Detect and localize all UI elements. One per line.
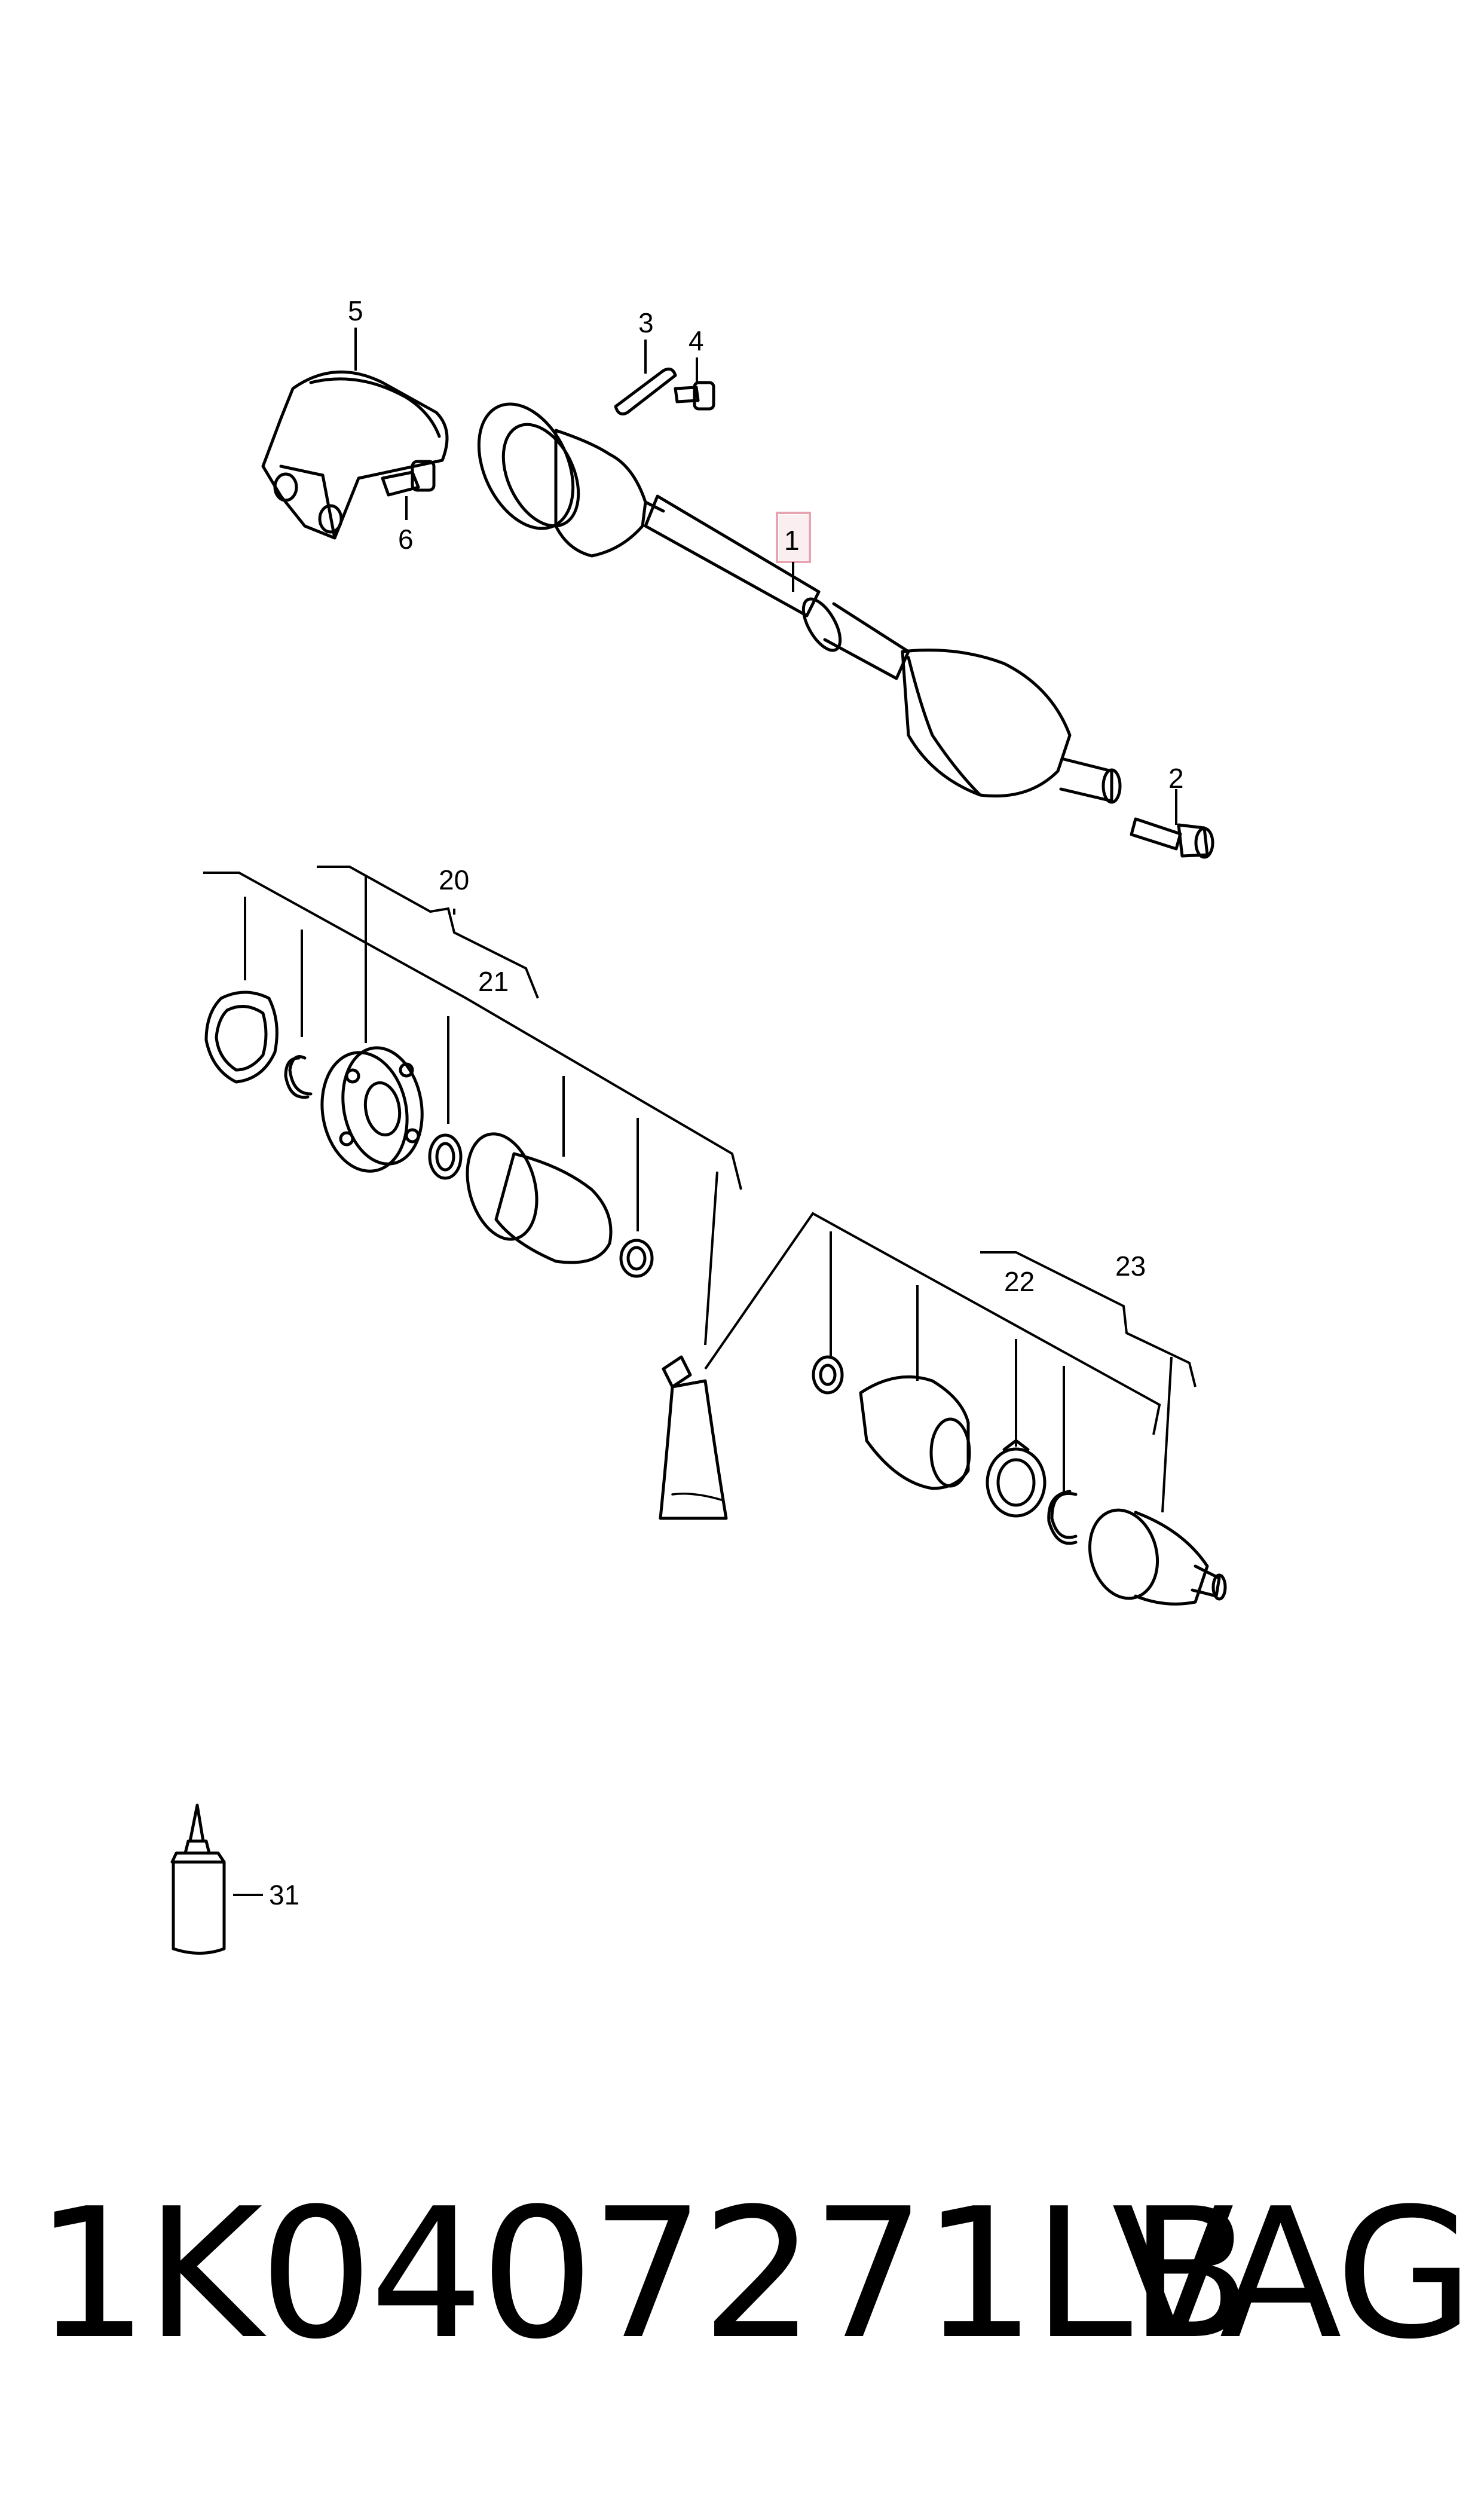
brand-name: VAG — [1112, 2170, 1474, 2379]
callout-4: 4 — [689, 325, 704, 356]
outer-boot — [859, 1375, 971, 1490]
callout-2: 2 — [1168, 763, 1184, 794]
bolt-2 — [1130, 789, 1214, 859]
screw-4 — [674, 357, 715, 411]
callout-23: 23 — [1115, 1251, 1146, 1282]
sealant-bottle — [170, 1803, 263, 1955]
kit-20-21-leaders — [203, 866, 742, 1346]
boot-clamp-large — [986, 1439, 1047, 1518]
callout-6: 6 — [398, 524, 414, 555]
callout-1: 1 — [784, 525, 800, 556]
drive-shaft-assembly — [477, 402, 1122, 804]
bolt-6 — [381, 460, 436, 520]
grease-tube — [659, 1355, 728, 1520]
boot-clamp-2 — [812, 1355, 844, 1395]
cv-joint-inner — [320, 1046, 424, 1173]
callout-20: 20 — [439, 864, 469, 895]
boot-clamp-small — [619, 1239, 654, 1278]
circlip-small — [284, 1055, 313, 1099]
part-number: 1K0407271LB — [35, 2170, 1252, 2379]
callout-3: 3 — [638, 307, 654, 338]
cv-joint-outer — [1088, 1508, 1227, 1606]
circlip-outer — [1047, 1490, 1078, 1545]
callout-31: 31 — [269, 1879, 299, 1910]
lock-plate-3 — [614, 340, 677, 415]
callout-21: 21 — [478, 966, 509, 997]
kit-22-23-leaders — [704, 1212, 1197, 1513]
heat-shield-bracket — [261, 328, 449, 540]
callout-5: 5 — [348, 295, 363, 326]
callout-22: 22 — [1004, 1266, 1035, 1297]
inner-boot — [466, 1132, 613, 1264]
gasket — [204, 990, 279, 1084]
footer: 1K0407271LB VAG — [0, 2176, 1484, 2373]
ring-washer — [428, 1133, 463, 1180]
